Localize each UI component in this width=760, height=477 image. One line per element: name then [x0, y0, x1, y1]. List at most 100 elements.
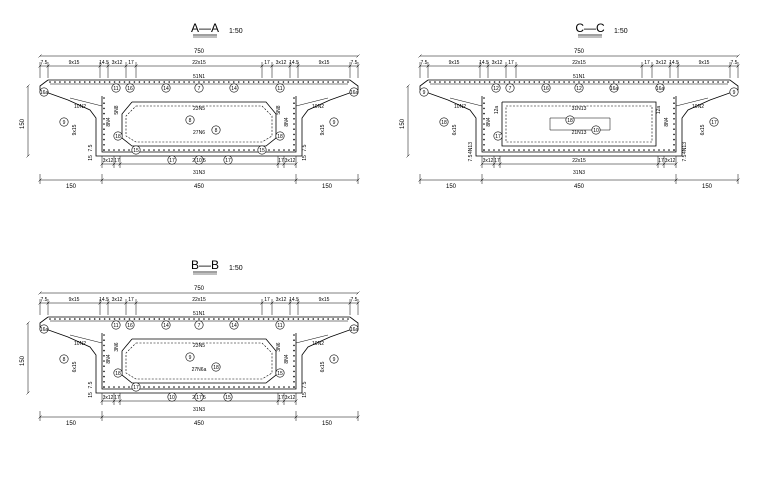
dim-top-label: 9x15 — [699, 60, 710, 66]
rebar-dot — [273, 386, 275, 388]
callout-circle — [111, 83, 121, 93]
callout-label: 15 — [225, 395, 231, 401]
rebar-dot — [103, 349, 105, 352]
inner-cavity — [121, 338, 277, 384]
dim-total: 750 — [574, 49, 585, 55]
rebar-dot — [193, 149, 195, 151]
rebar-dot — [253, 149, 255, 151]
dim-height-label: 150 — [400, 118, 406, 129]
side-label: 7.5 — [88, 381, 94, 388]
rebar-dot — [208, 386, 210, 388]
rebar-dot — [143, 81, 146, 83]
rebar-dot — [103, 339, 105, 341]
rebar-dot — [637, 81, 640, 83]
dim-top-label: 3x12 — [112, 297, 123, 303]
section-scale: 1:50 — [229, 28, 243, 35]
rebar-dot — [449, 81, 451, 83]
rebar-dot — [483, 81, 486, 83]
side-label: 8N4 — [106, 354, 112, 363]
rebar-dot — [293, 128, 295, 130]
rebar-dot — [558, 81, 560, 83]
callout-label: 11 — [113, 323, 118, 329]
rebar-dot — [69, 81, 71, 83]
rebar-dot — [123, 318, 126, 320]
dim-bottom-inner-label: 3x12 — [483, 158, 494, 164]
rebar-dot — [483, 102, 485, 104]
rebar-dot — [183, 318, 185, 320]
callout-circle — [111, 320, 121, 330]
rebar-dot — [163, 386, 165, 388]
callout-circle — [59, 354, 69, 364]
rebar-dot — [123, 81, 126, 83]
rebar-dot — [103, 370, 105, 373]
box-outer — [101, 333, 297, 390]
rebar-dot — [158, 386, 160, 388]
section-scale: 1:50 — [614, 28, 628, 35]
rebar-dot — [198, 318, 200, 320]
dim-top-label: 14.5 — [289, 297, 299, 303]
dim-top-label: 14.5 — [289, 60, 299, 66]
rebar-dot — [133, 318, 136, 320]
side-label: 7.5 — [682, 154, 688, 161]
rebar-dot — [133, 81, 136, 83]
callout-circle — [131, 145, 141, 155]
rebar-dot — [293, 375, 295, 378]
callout-circle — [185, 352, 195, 362]
rebar-dot — [553, 81, 555, 83]
rebar-dot — [297, 81, 300, 83]
rebar-dot — [188, 149, 190, 151]
rebar-dot — [103, 149, 105, 151]
callout-circle — [541, 83, 551, 93]
dim-bottom-inner-label: 17 — [278, 158, 284, 164]
callout-label: 16a — [350, 90, 359, 96]
callout-circle — [591, 125, 601, 135]
rebar-dot — [168, 386, 170, 388]
rebar-dot — [293, 365, 295, 367]
rebar-dot — [228, 318, 230, 320]
rebar-dot — [508, 81, 511, 83]
rebar-dot — [173, 149, 175, 151]
rebar-dot — [483, 118, 485, 120]
rebar-dot — [247, 81, 250, 83]
inner-cavity-rebar — [125, 342, 273, 380]
rebar-dot — [198, 81, 200, 83]
rebar-dot — [302, 318, 305, 320]
callout-circle — [39, 324, 49, 334]
side-label: 15 — [88, 392, 94, 398]
callout-label: 17 — [133, 385, 139, 391]
rebar-dot — [598, 149, 600, 151]
section-title: C—C — [575, 21, 605, 35]
rebar-dot — [342, 318, 344, 320]
rebar-dot — [203, 81, 205, 83]
girder-outline — [39, 316, 359, 394]
rebar-dot — [563, 81, 565, 83]
dim-total: 750 — [194, 49, 205, 55]
dim-tick — [26, 391, 30, 395]
dim-top-label: 9x15 — [319, 297, 330, 303]
rebar-dot — [237, 318, 240, 320]
rebar-dot — [248, 386, 250, 388]
rebar-dot — [103, 318, 106, 320]
rebar-dot — [293, 339, 295, 341]
rebar-dot — [444, 81, 446, 83]
rebar-dot — [103, 144, 105, 146]
box-outer — [481, 96, 677, 153]
rebar-dot — [158, 81, 161, 83]
callout-label: 10 — [169, 395, 175, 401]
callout-label: 12 — [493, 86, 499, 92]
callout-label: 17 — [196, 395, 202, 401]
rebar-dot — [293, 102, 295, 104]
rebar-dot — [293, 381, 295, 383]
rebar-dot — [287, 81, 290, 83]
rebar-dot — [198, 149, 200, 151]
rebar-dot — [118, 318, 121, 320]
rebar-dot — [143, 149, 145, 151]
side-label: 15 — [302, 392, 308, 398]
side-label: 12a — [494, 106, 500, 115]
rebar-dot — [293, 334, 295, 336]
rebar-dot — [673, 149, 675, 151]
callout-circle — [125, 83, 135, 93]
rebar-dot — [218, 318, 220, 320]
dim-top-label: 7.5 — [421, 60, 428, 66]
rebar-dot — [148, 318, 151, 320]
